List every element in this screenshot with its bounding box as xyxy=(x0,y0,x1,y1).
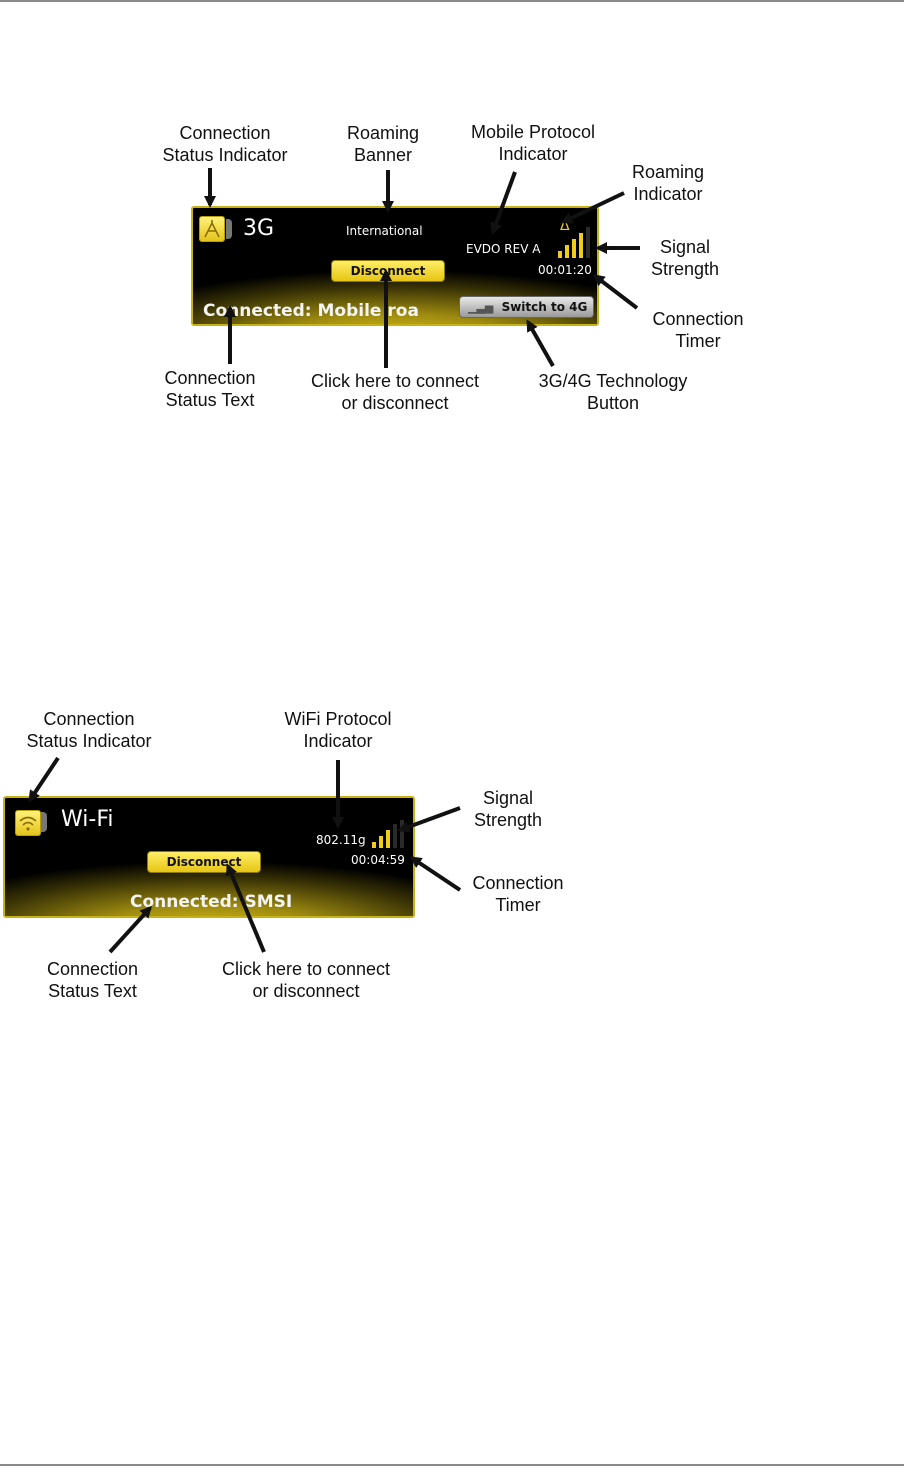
status-icon-tab xyxy=(226,219,232,239)
switch-technology-button[interactable]: ▁▃▅ Switch to 4G xyxy=(459,296,594,318)
switch-signal-icon: ▁▃▅ xyxy=(468,301,494,314)
arrow-click-here xyxy=(225,863,266,953)
connection-status-icon xyxy=(199,216,225,242)
label-click-here: Click here to connect or disconnect xyxy=(221,959,391,1001)
label-connection-timer: Connection Timer xyxy=(472,873,564,915)
widget-title: Wi-Fi xyxy=(61,807,114,832)
diagram2-arrows xyxy=(28,756,462,954)
roaming-indicator-icon: Δ xyxy=(560,218,570,234)
arrow-connection-timer xyxy=(592,274,639,310)
switch-button-label: Switch to 4G xyxy=(501,300,588,314)
signal-bar-5 xyxy=(586,227,590,258)
label-roaming-indicator: Roaming Indicator xyxy=(631,162,705,204)
label-connection-status-text: Connection Status Text xyxy=(164,368,256,410)
connection-status-text: Connected: Mobile roa xyxy=(203,301,419,321)
label-mobile-protocol-indicator: Mobile Protocol Indicator xyxy=(470,122,596,164)
signal-strength-bars xyxy=(372,818,412,848)
label-tech-button: 3G/4G Technology Button xyxy=(538,371,688,413)
label-wifi-protocol-indicator: WiFi Protocol Indicator xyxy=(284,709,392,751)
signal-bar-4 xyxy=(393,824,397,848)
signal-bar-4 xyxy=(579,233,583,258)
label-signal-strength: Signal Strength xyxy=(650,237,720,279)
label-connection-status-indicator: Connection Status Indicator xyxy=(26,709,152,751)
connection-status-text: Connected: SMSI xyxy=(130,892,293,912)
signal-bar-1 xyxy=(558,251,562,258)
roaming-banner: International xyxy=(346,224,423,238)
arrow-status-text xyxy=(108,905,153,954)
signal-strength-bars xyxy=(558,224,597,258)
status-icon-tab xyxy=(41,812,47,832)
label-connection-timer: Connection Timer xyxy=(652,309,744,351)
arrow-status-indicator xyxy=(28,756,60,803)
antenna-icon xyxy=(204,220,220,238)
arrow-roaming-indicator xyxy=(560,191,625,224)
label-click-here: Click here to connect or disconnect xyxy=(310,371,480,413)
label-signal-strength: Signal Strength xyxy=(473,788,543,830)
arrow-mobile-protocol xyxy=(490,171,517,235)
label-connection-status-indicator: Connection Status Indicator xyxy=(162,123,288,165)
arrow-signal-strength xyxy=(397,806,461,833)
connection-widget-3g: 3G International Δ EVDO REV A 00:01:20 D… xyxy=(191,206,599,326)
widget-title: 3G xyxy=(243,216,275,241)
label-connection-status-text: Connection Status Text xyxy=(46,959,139,1001)
signal-bar-2 xyxy=(565,245,569,258)
signal-bar-3 xyxy=(572,239,576,258)
wifi-protocol-indicator: 802.11g xyxy=(316,833,366,847)
signal-bar-1 xyxy=(372,842,376,848)
mobile-protocol-indicator: EVDO REV A xyxy=(466,242,541,256)
signal-bar-5 xyxy=(400,820,404,848)
connection-timer: 00:01:20 xyxy=(538,263,592,277)
signal-bar-2 xyxy=(379,836,383,848)
arrow-connection-timer xyxy=(409,856,462,892)
wifi-icon xyxy=(19,816,37,831)
top-rule xyxy=(0,0,904,2)
label-roaming-banner: Roaming Banner xyxy=(346,123,420,165)
arrow-tech-button xyxy=(526,319,555,367)
signal-bar-3 xyxy=(386,830,390,848)
connection-widget-wifi: Wi-Fi 802.11g 00:04:59 Disconnect Connec… xyxy=(3,796,415,918)
diagram1-arrows xyxy=(204,168,640,368)
connection-status-icon xyxy=(15,810,41,836)
bottom-rule xyxy=(0,1464,904,1466)
connection-timer: 00:04:59 xyxy=(351,853,405,867)
